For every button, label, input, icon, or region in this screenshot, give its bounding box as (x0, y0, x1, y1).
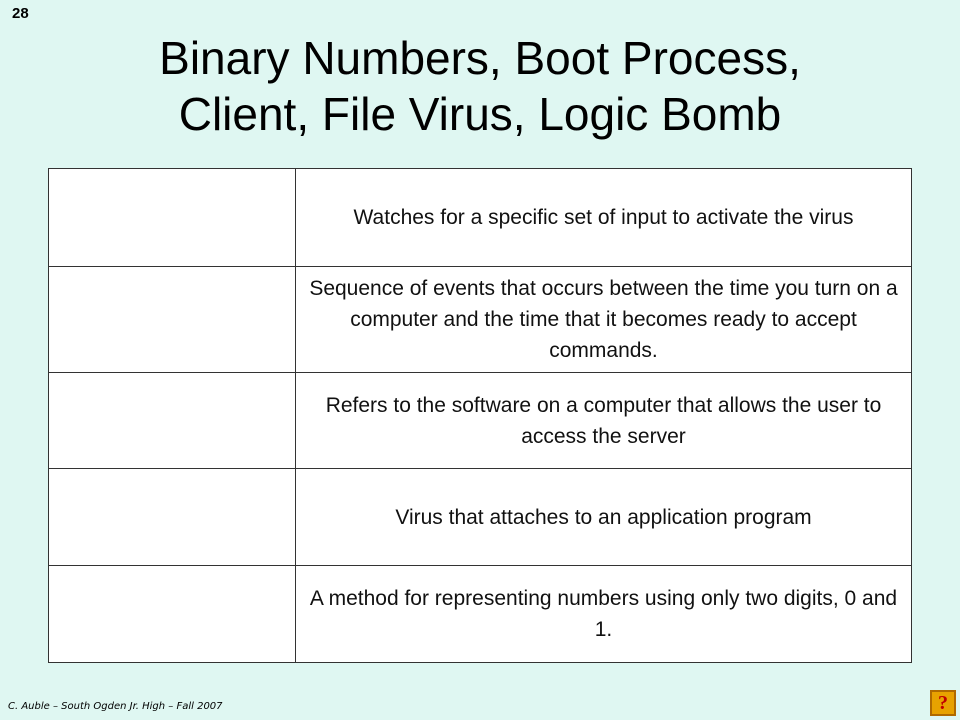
table-row: Virus that attaches to an application pr… (49, 469, 911, 566)
term-cell[interactable] (49, 469, 296, 565)
term-cell[interactable] (49, 373, 296, 468)
footer-credit: C. Auble – South Ogden Jr. High – Fall 2… (8, 701, 223, 712)
definition-cell: Virus that attaches to an application pr… (296, 469, 911, 565)
slide-number: 28 (12, 5, 29, 22)
table-row: Watches for a specific set of input to a… (49, 169, 911, 267)
term-cell[interactable] (49, 267, 296, 372)
term-cell[interactable] (49, 169, 296, 266)
page-title: Binary Numbers, Boot Process, Client, Fi… (0, 30, 960, 142)
help-icon[interactable]: ? (930, 690, 956, 716)
matching-table: Watches for a specific set of input to a… (48, 168, 912, 663)
definition-cell: Refers to the software on a computer tha… (296, 373, 911, 468)
definition-cell: Watches for a specific set of input to a… (296, 169, 911, 266)
definition-cell: A method for representing numbers using … (296, 566, 911, 662)
table-row: A method for representing numbers using … (49, 566, 911, 662)
table-row: Refers to the software on a computer tha… (49, 373, 911, 469)
term-cell[interactable] (49, 566, 296, 662)
title-line-2: Client, File Virus, Logic Bomb (178, 88, 782, 140)
title-line-1: Binary Numbers, Boot Process, (159, 32, 801, 84)
definition-text: Sequence of events that occurs between t… (309, 277, 898, 362)
definition-cell: Sequence of events that occurs between t… (296, 267, 911, 372)
definition-text: A method for representing numbers using … (309, 587, 898, 641)
definition-text: Virus that attaches to an application pr… (395, 505, 812, 529)
table-row: Sequence of events that occurs between t… (49, 267, 911, 373)
definition-text: Refers to the software on a computer tha… (325, 393, 882, 448)
definition-text: Watches for a specific set of input to a… (353, 206, 854, 229)
